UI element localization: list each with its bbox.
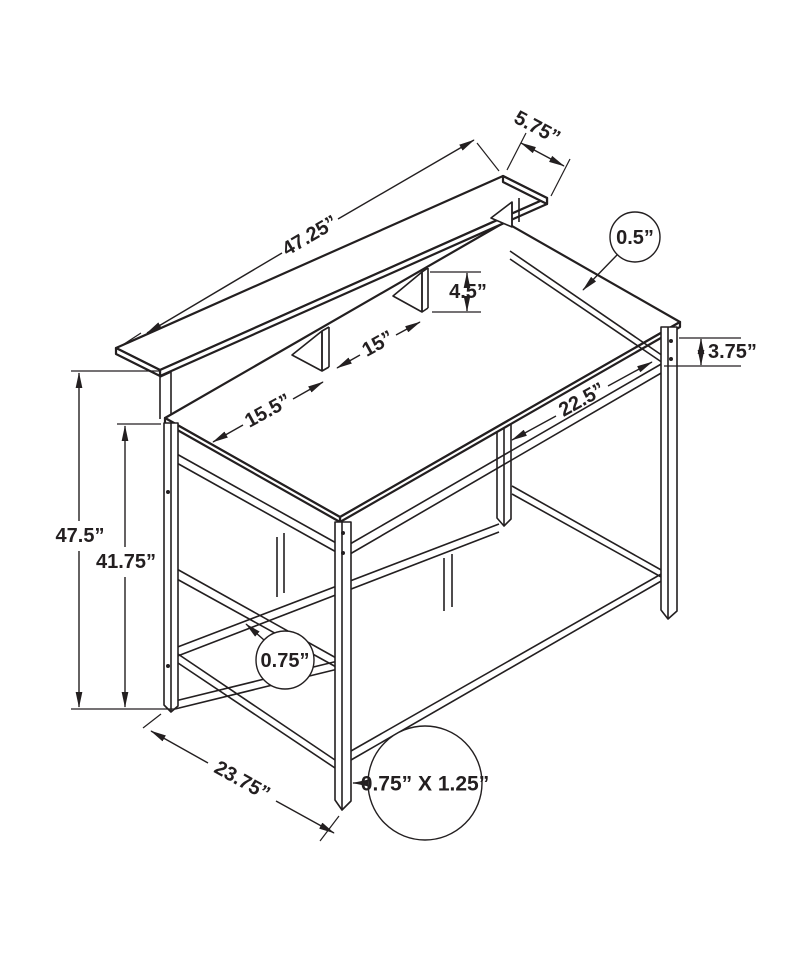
callout-leg-profile: 0.75” X 1.25” [352,725,489,841]
front-right-leg [660,326,678,620]
hutch-divider-1 [291,326,330,372]
back-left-leg [163,422,179,713]
dim-cubby-height: 4.5” [430,271,487,313]
thickness-callout-circle [609,211,661,263]
hutch-divider-2 [392,267,429,313]
dim-desktop-height: 41.75” [96,423,161,708]
apron-offset-label: 3.75” [708,341,757,363]
dim-desk-depth: 23.75” [142,713,340,842]
desk-depth-label: 23.75” [210,757,273,805]
hutch-shelf [114,174,549,378]
callout-frame-tube: 0.75” [245,623,315,690]
hutch-right-support [490,198,520,228]
front-left-leg [334,521,352,811]
dim-apron-offset: 3.75” [664,337,757,367]
frame-tube-label: 0.75” [261,650,310,672]
desktop [163,220,682,524]
hutch-left-support [159,371,172,419]
cubby-height-label: 4.5” [449,281,487,303]
leg-profile-label: 0.75” X 1.25” [361,773,489,796]
tube-callout-circle [255,630,315,690]
desktop-height-label: 41.75” [96,551,156,573]
overall-height-label: 47.5” [56,525,105,547]
desk-drawing [114,174,682,811]
callout-desktop-thickness: 0.5” [582,211,661,291]
desktop-thickness-label: 0.5” [616,227,654,249]
dim-overall-height: 47.5” [56,370,174,710]
shelf-depth-label: 5.75” [510,107,564,149]
